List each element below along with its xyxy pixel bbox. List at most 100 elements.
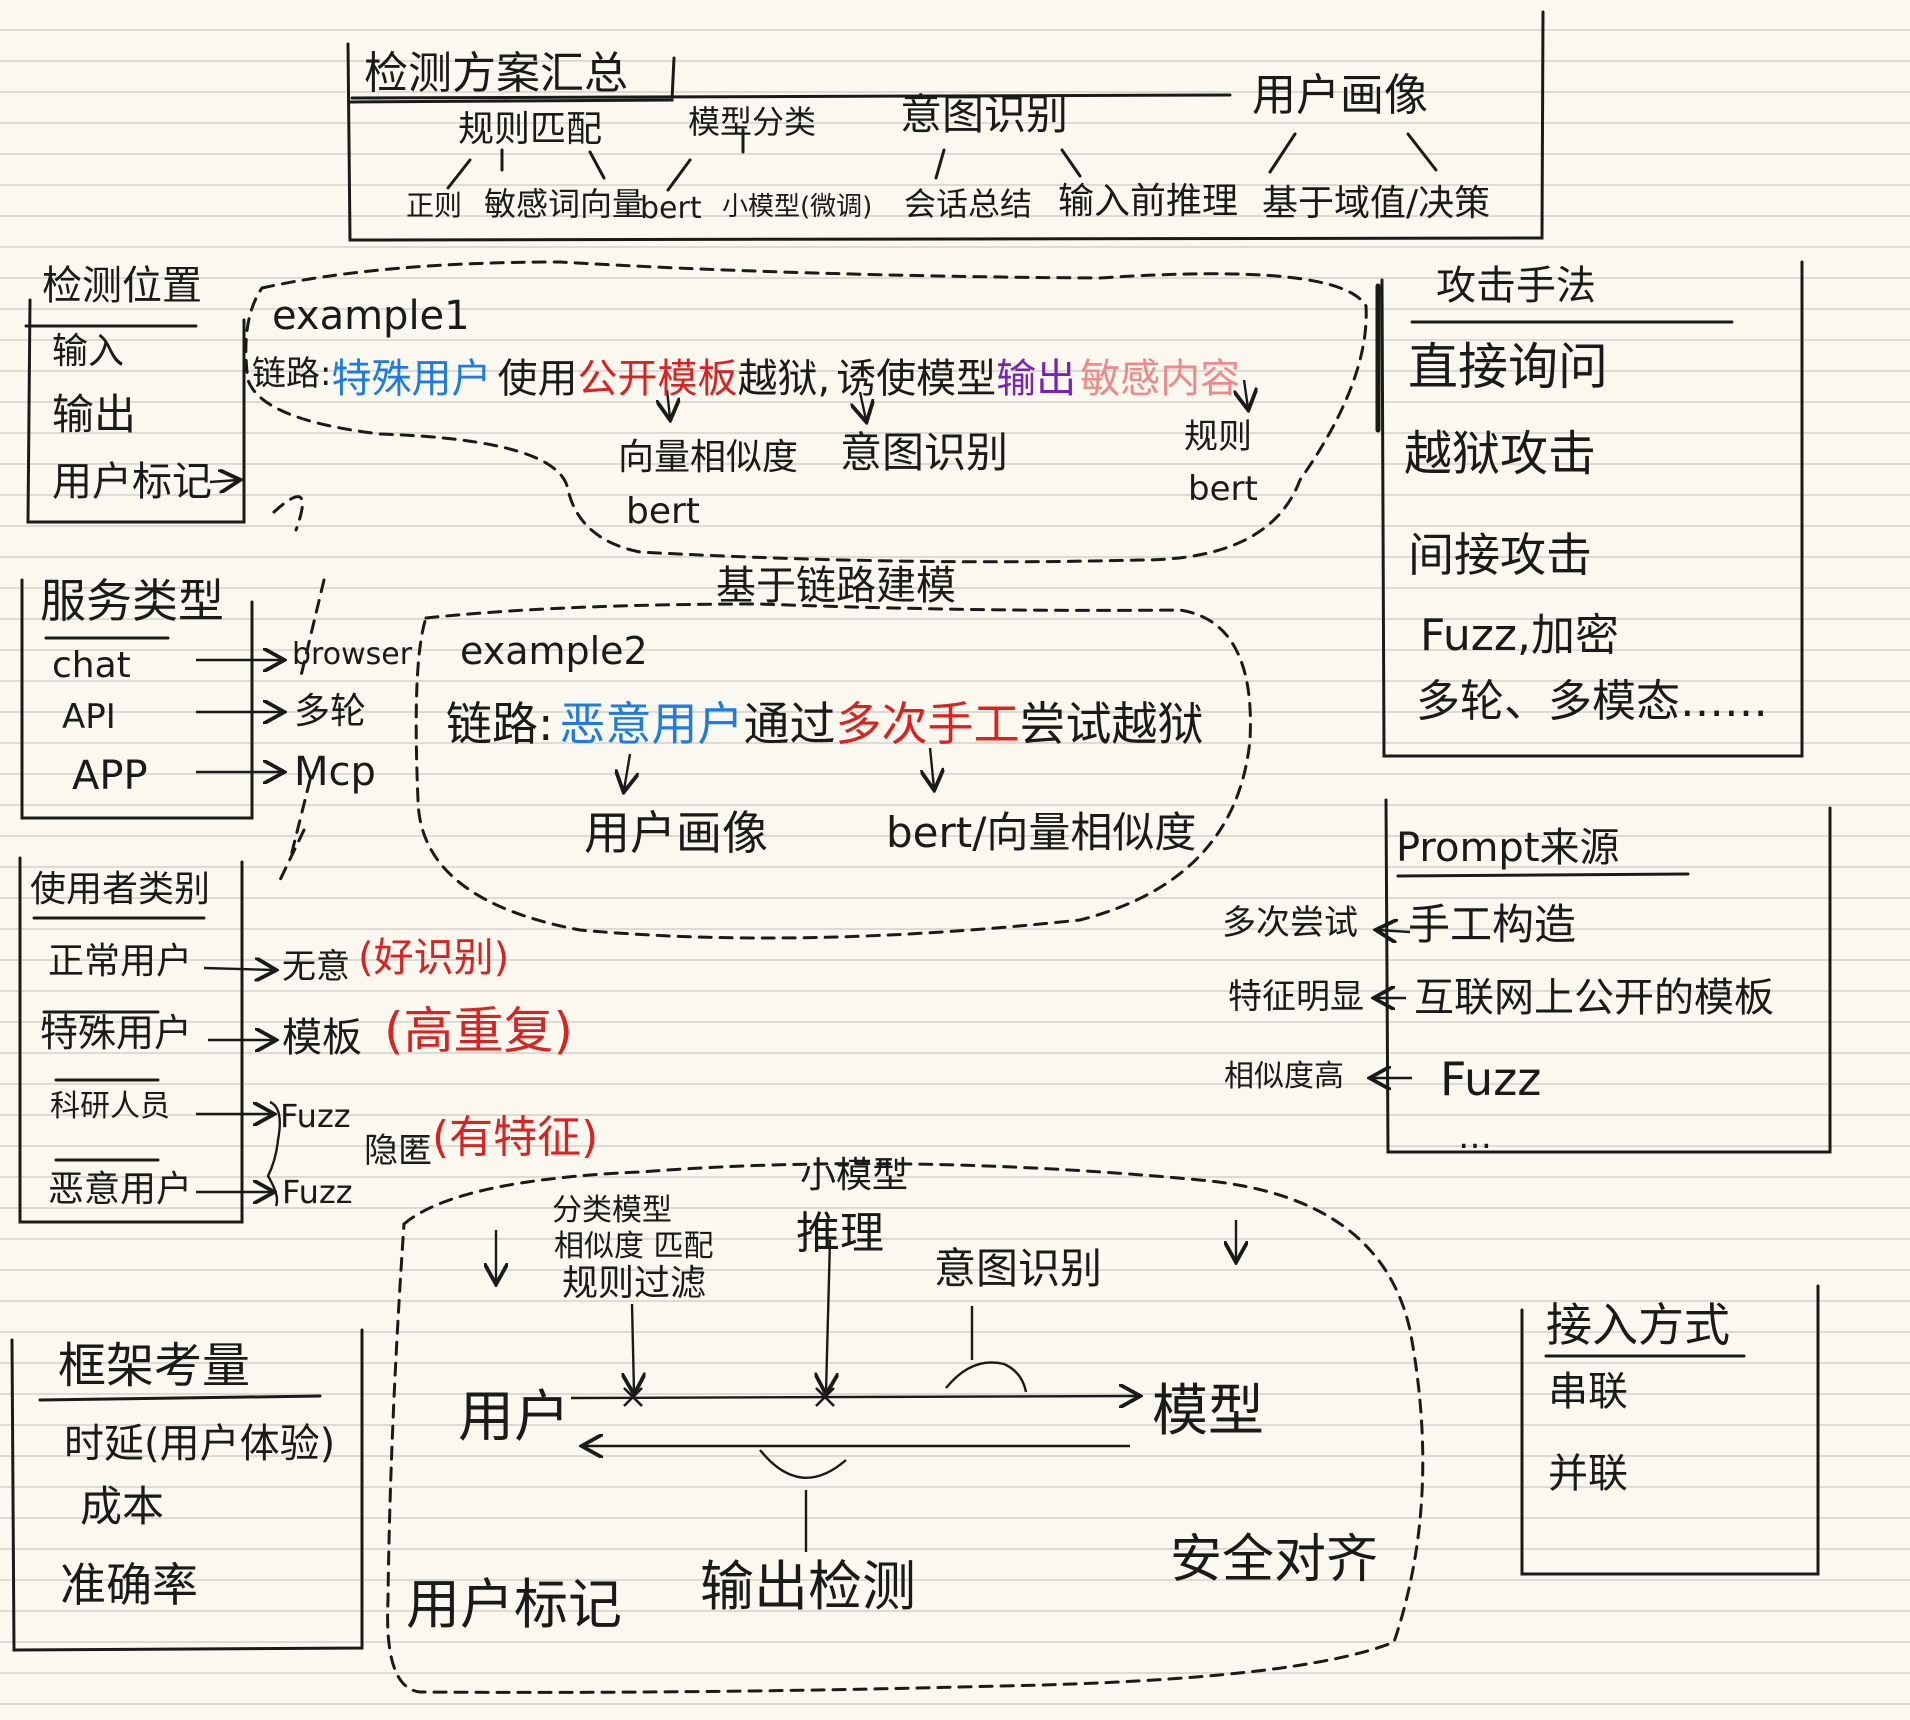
framework-item-cost: 成本 bbox=[80, 1482, 165, 1531]
prompt-title: Prompt来源 bbox=[1396, 825, 1620, 871]
users-box bbox=[18, 856, 244, 1224]
framework-box bbox=[10, 1328, 364, 1652]
example2-title: example2 bbox=[460, 629, 648, 673]
example1-ann-vector: 向量相似度 bbox=[618, 437, 799, 478]
service-target-browser: browser bbox=[292, 637, 413, 672]
plan-title: 检测方案汇总 bbox=[364, 48, 628, 99]
flow-rule-filter: 规则过滤 bbox=[562, 1263, 707, 1304]
service-item-api: API bbox=[62, 697, 116, 737]
example2-attempt: 尝试越狱 bbox=[1019, 697, 1204, 751]
plan-bert: bert bbox=[640, 191, 702, 226]
plan-branches bbox=[446, 128, 1438, 192]
example2-ann-profile: 用户画像 bbox=[584, 806, 768, 860]
prompt-item-fuzz: Fuzz bbox=[1440, 1052, 1542, 1106]
users-note-easy: (好识别) bbox=[358, 935, 510, 981]
example1-output: 输出 bbox=[996, 356, 1077, 402]
users-item-research: 科研人员 bbox=[50, 1089, 170, 1124]
attack-box bbox=[1380, 260, 1804, 758]
example1-jailbreak: 越狱, bbox=[737, 356, 831, 402]
attack-item-multi: 多轮、多模态…… bbox=[1416, 676, 1768, 727]
position-item-output: 输出 bbox=[52, 390, 137, 439]
prompt-detect-similar: 相似度高 bbox=[1224, 1059, 1344, 1094]
attack-item-indirect: 间接攻击 bbox=[1408, 528, 1592, 582]
users-note-feature: (有特征) bbox=[432, 1112, 599, 1163]
users-item-normal: 正常用户 bbox=[48, 941, 193, 982]
attack-item-direct: 直接询问 bbox=[1408, 338, 1608, 396]
users-result-normal: 无意 bbox=[282, 947, 350, 987]
chain-modeling-label: 基于链路建模 bbox=[716, 563, 956, 609]
access-item-serial: 串联 bbox=[1548, 1369, 1628, 1415]
plan-sensitive: 敏感词向量 bbox=[484, 185, 645, 223]
plan-model-classify: 模型分类 bbox=[688, 103, 817, 141]
attack-item-fuzz: Fuzz,加密 bbox=[1420, 610, 1619, 661]
example1-prefix: 链路: bbox=[252, 354, 332, 394]
service-box bbox=[20, 578, 254, 820]
example2-chain: 链路: 恶意用户 通过 多次手工 尝试越狱 bbox=[446, 688, 1204, 754]
example1-template: 公开模板 bbox=[577, 356, 738, 402]
flow-user: 用户 bbox=[458, 1385, 570, 1450]
position-item-input: 输入 bbox=[52, 331, 125, 372]
users-result-fuzz-malicious: Fuzz bbox=[282, 1173, 353, 1211]
example1-use: 使用 bbox=[497, 356, 578, 402]
example2-cloud bbox=[414, 602, 1252, 940]
position-item-mark: 用户标记 bbox=[52, 459, 212, 505]
example2-prefix: 链路: bbox=[446, 697, 554, 751]
prompt-item-template: 互联网上公开的模板 bbox=[1414, 975, 1774, 1021]
prompt-box bbox=[1384, 798, 1832, 1154]
plan-rule-match: 规则匹配 bbox=[458, 109, 603, 150]
users-note-repeat: (高重复) bbox=[384, 1002, 574, 1060]
flow-cloud bbox=[386, 1162, 1425, 1694]
access-item-parallel: 并联 bbox=[1548, 1451, 1628, 1497]
flow-intent: 意图识别 bbox=[934, 1244, 1103, 1293]
plan-small-model: 小模型(微调) bbox=[722, 192, 873, 222]
users-hidden: 隐匿 bbox=[364, 1131, 432, 1171]
users-result-fuzz-research: Fuzz bbox=[280, 1097, 351, 1135]
example2-manual: 多次手工 bbox=[835, 697, 1020, 751]
prompt-detect-features: 特征明显 bbox=[1228, 977, 1364, 1017]
users-title: 使用者类别 bbox=[30, 869, 211, 910]
example1-ann-rule-bert: bert bbox=[1188, 469, 1258, 509]
flow-model: 模型 bbox=[1152, 1379, 1264, 1444]
framework-item-accuracy: 准确率 bbox=[60, 1558, 198, 1612]
example1-ann-bert: bert bbox=[626, 491, 700, 532]
attack-item-jailbreak: 越狱攻击 bbox=[1404, 426, 1597, 482]
example2-ann-bert: bert/向量相似度 bbox=[886, 808, 1197, 857]
users-item-special: 特殊用户 bbox=[40, 1011, 193, 1055]
example2-actor: 恶意用户 bbox=[559, 697, 744, 751]
position-box bbox=[24, 298, 246, 524]
example1-ann-rule: 规则 bbox=[1184, 417, 1252, 457]
example2-via: 通过 bbox=[743, 697, 836, 751]
prompt-item-more: … bbox=[1458, 1117, 1492, 1157]
plan-box bbox=[346, 10, 1545, 242]
plan-intent: 意图识别 bbox=[900, 90, 1069, 139]
flow-reasoning: 推理 bbox=[796, 1208, 884, 1259]
plan-profile: 用户画像 bbox=[1252, 70, 1428, 121]
service-title: 服务类型 bbox=[40, 574, 224, 628]
flow-user-mark: 用户标记 bbox=[406, 1573, 622, 1636]
prompt-detect-attempts: 多次尝试 bbox=[1222, 903, 1358, 943]
example1-actor: 特殊用户 bbox=[331, 356, 492, 402]
framework-title: 框架考量 bbox=[58, 1338, 251, 1394]
flow-classify: 分类模型 bbox=[552, 1193, 672, 1228]
access-title: 接入方式 bbox=[1546, 1298, 1730, 1352]
flow-output-detect: 输出检测 bbox=[700, 1555, 916, 1618]
example1-cloud bbox=[244, 260, 1368, 564]
service-target-mcp: Mcp bbox=[294, 749, 376, 795]
framework-item-latency: 时延(用户体验) bbox=[64, 1421, 336, 1467]
users-result-template: 模板 bbox=[282, 1015, 362, 1061]
prompt-item-manual: 手工构造 bbox=[1408, 900, 1577, 949]
position-title: 检测位置 bbox=[42, 263, 202, 309]
example1-sensitive: 敏感内容 bbox=[1080, 356, 1241, 402]
example1-ann-intent: 意图识别 bbox=[840, 428, 1009, 477]
flow-small-model: 小模型 bbox=[800, 1155, 909, 1196]
plan-regex: 正则 bbox=[406, 189, 463, 222]
example1-chain: 链路: 特殊用户 使用 公开模板 越狱, 诱使模型 输出 敏感内容 bbox=[252, 346, 1240, 404]
users-item-malicious: 恶意用户 bbox=[48, 1169, 193, 1210]
example1-induce: 诱使模型 bbox=[836, 356, 997, 402]
plan-threshold: 基于域值/决策 bbox=[1262, 183, 1491, 224]
flow-similarity: 相似度 匹配 bbox=[554, 1229, 714, 1264]
access-box bbox=[1520, 1284, 1820, 1576]
plan-session: 会话总结 bbox=[904, 185, 1033, 223]
service-item-app: APP bbox=[72, 753, 148, 799]
